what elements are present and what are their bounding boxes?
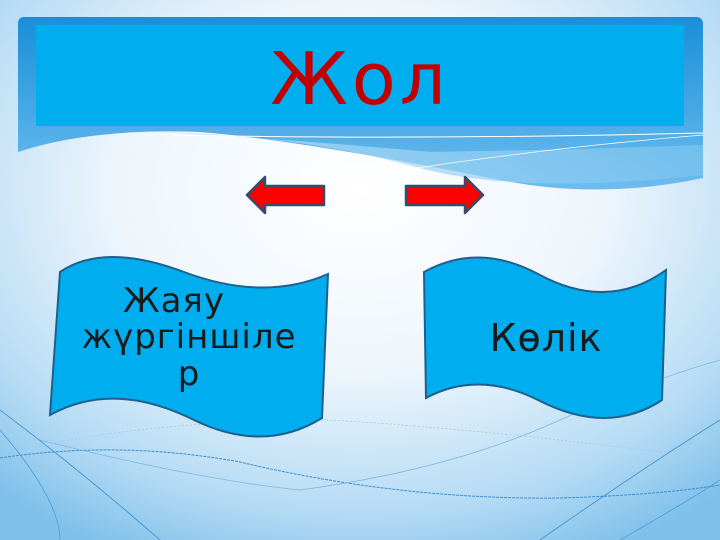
pedestrians-line3: р	[177, 353, 201, 394]
pedestrians-label: Жаяу жүргіншіле р	[54, 283, 324, 394]
pedestrians-line1: Жаяу	[122, 281, 226, 321]
arrow-right-icon[interactable]	[403, 174, 485, 216]
title-box: Жол	[36, 25, 684, 126]
slide-title: Жол	[270, 36, 450, 121]
pedestrians-line2: жүргіншіле	[81, 317, 297, 358]
wave-flag-shape	[422, 256, 668, 419]
vehicle-label: Көлік	[489, 316, 603, 360]
wave-flag-shape	[48, 256, 330, 438]
arrow-left-icon[interactable]	[245, 174, 327, 216]
